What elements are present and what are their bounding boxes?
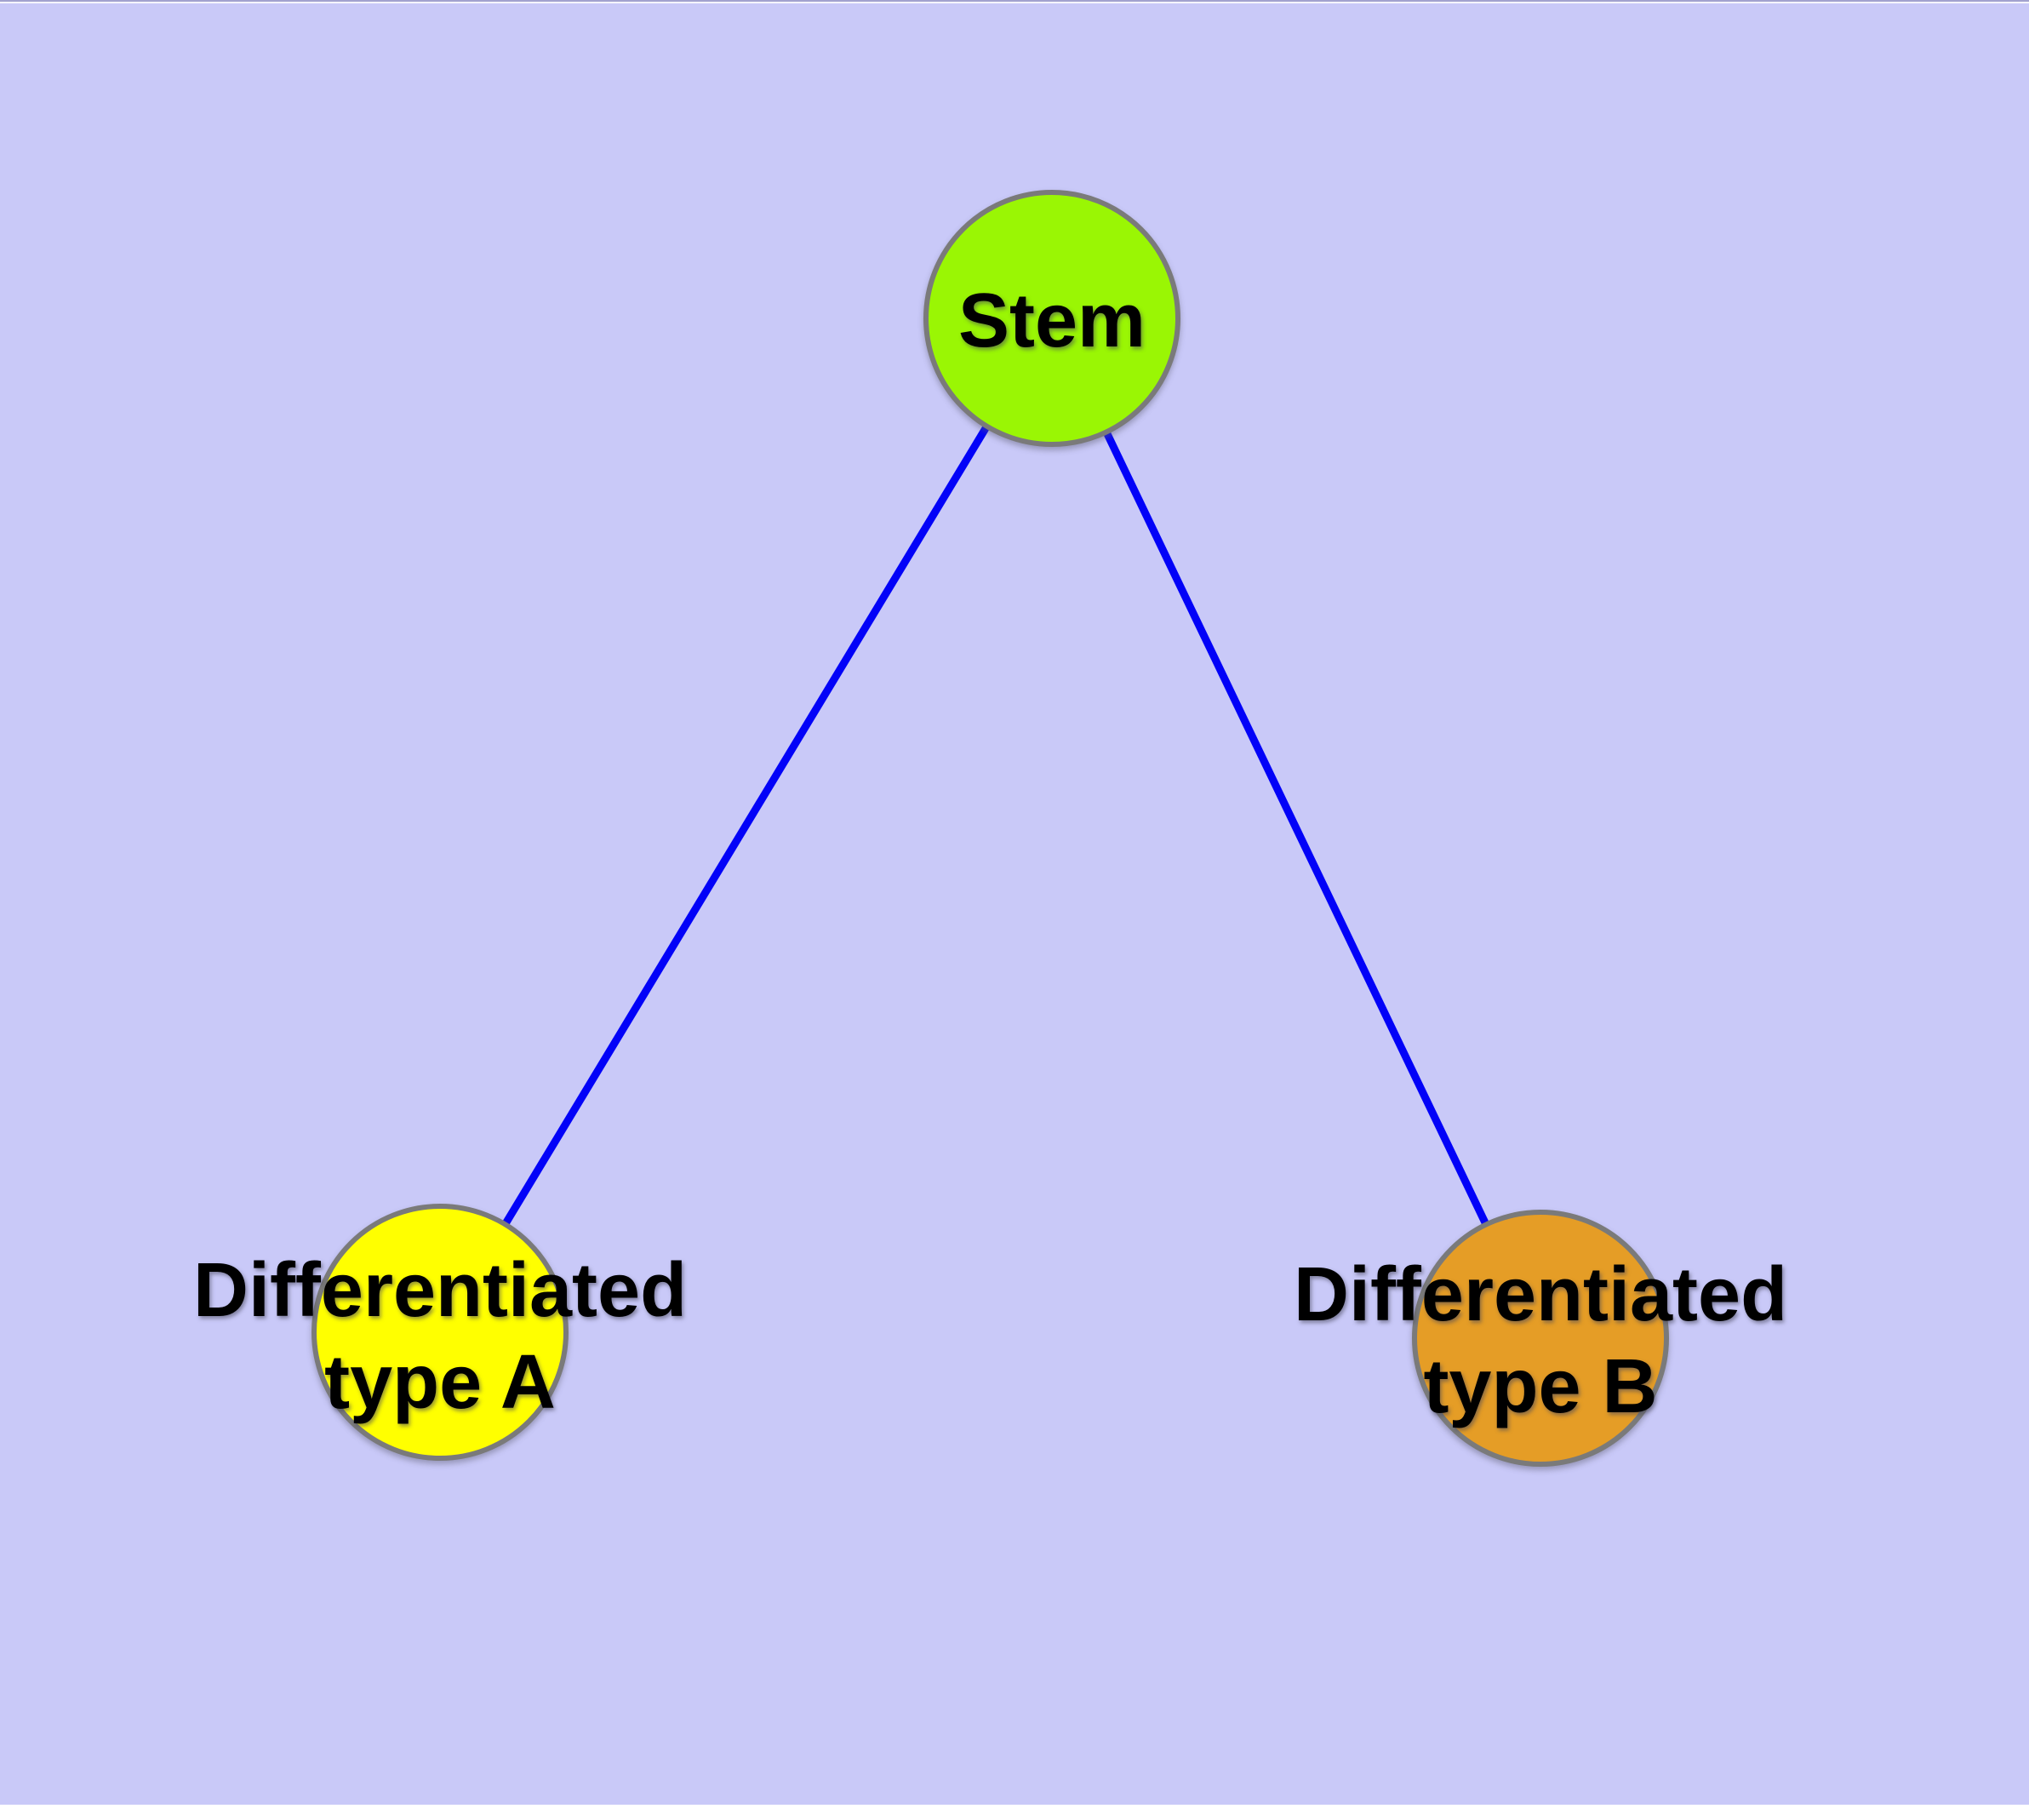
- edge-stem-to-type-b: [1048, 317, 1545, 1340]
- node-stem-label: Stem: [957, 278, 1146, 363]
- node-type-b-label: Differentiated type B: [1293, 1252, 1788, 1429]
- node-type-a: [311, 1204, 569, 1461]
- node-type-a-label: Differentiated type A: [192, 1248, 688, 1425]
- node-stem: [923, 190, 1180, 447]
- window-top-edge: [0, 0, 2029, 3]
- edge-stem-to-type-a: [437, 316, 1055, 1335]
- window-bottom-edge: [0, 1805, 2029, 1812]
- node-type-b: [1412, 1210, 1669, 1467]
